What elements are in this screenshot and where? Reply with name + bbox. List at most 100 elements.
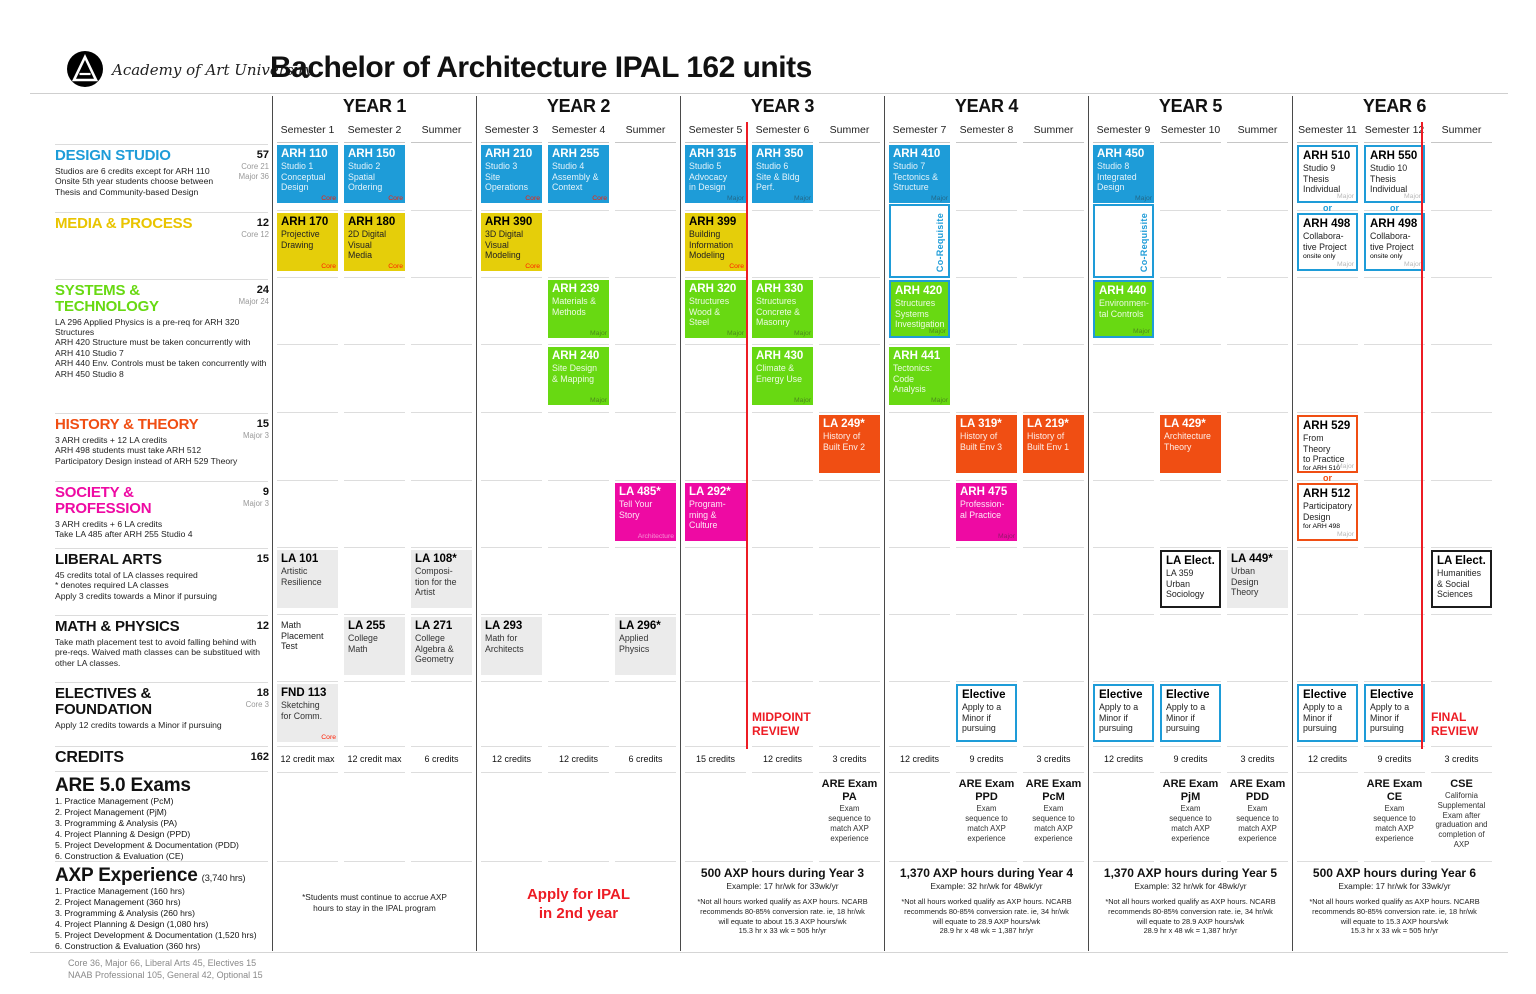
category-notes: LA 296 Applied Physics is a pre-req for …	[55, 317, 269, 380]
course-code: ARH 441	[893, 350, 941, 362]
apply-ipal-line: in 2nd year	[538, 904, 619, 922]
course-code: LA 293	[485, 620, 523, 632]
axp-hours-title: 1,370 AXP hours during Year 5	[1103, 866, 1278, 880]
card-tag: Core	[525, 195, 540, 202]
category-title-electives: ELECTIVES & FOUNDATION	[55, 685, 152, 718]
grid-cell-media	[615, 211, 676, 278]
course-small-note: for ARH 498	[1303, 522, 1341, 530]
course-code: Elective	[1099, 689, 1143, 701]
axp-list-item: 2. Project Management (360 hrs)	[55, 896, 181, 907]
or-label: or	[1323, 473, 1332, 483]
grid-cell-math	[1023, 615, 1084, 682]
category-title-design: DESIGN STUDIO	[55, 147, 171, 164]
category-note-line: 3 ARH credits + 12 LA credits	[55, 434, 168, 445]
exam-detail-line: AXP	[1453, 839, 1470, 849]
exam-detail-line: Exam	[1247, 804, 1268, 814]
grid-cell-liberal	[1093, 548, 1154, 615]
course-title-line: Wood &	[689, 306, 721, 317]
exam-detail-line: match AXP	[967, 823, 1006, 833]
course-title-line: Architects	[485, 643, 524, 654]
course-title-line: Studio 6	[756, 161, 789, 172]
axp-fine-line: *Not all hours worked qualify as AXP hou…	[1105, 897, 1276, 907]
exam-title-line: PcM	[1042, 791, 1065, 804]
card-tag: Major	[1135, 195, 1152, 202]
axp-fine-line: will equate to 28.9 AXP hours/wk	[932, 916, 1041, 926]
course-title-line: tive Project	[1370, 241, 1414, 252]
co-requisite-connector: Co-Requisite	[889, 204, 950, 278]
course-code: ARH 240	[552, 350, 600, 362]
course-code: ARH 450	[1097, 148, 1145, 160]
grid-cell-math	[752, 615, 813, 682]
course-title-line: Test	[281, 641, 298, 652]
category-credit-breakdown: Core 12	[241, 230, 269, 240]
column-header: Semester 10	[1160, 122, 1221, 143]
course-code: ARH 498	[1303, 218, 1351, 230]
category-credits: 18	[256, 687, 269, 699]
axp-title: AXP Experience(3,740 hrs)	[55, 865, 246, 886]
grid-cell-media: Co-Requisite	[1093, 204, 1154, 278]
course-title-line: Minor if	[1099, 712, 1128, 723]
exam-detail-line: sequence to	[1373, 814, 1416, 824]
review-line: MIDPOINT	[752, 710, 811, 724]
credit-breakdown-line: Major 24	[238, 297, 269, 306]
grid-cell-media	[1227, 211, 1288, 278]
grid-cell-sys1	[411, 278, 472, 345]
axp-fine-print: *Not all hours worked qualify as AXP hou…	[1298, 897, 1491, 936]
course-code: ARH 350	[756, 148, 804, 160]
grid-cell-sys1	[819, 278, 880, 345]
course-title-line: Tectonics:	[893, 363, 933, 374]
grid-cell-sys1	[277, 278, 338, 345]
sidebar-separator	[55, 771, 268, 772]
course-title-line: Ordering	[348, 181, 383, 192]
course-code: LA 429*	[1164, 418, 1206, 430]
grid-cell-sys2	[344, 345, 405, 413]
final-review-line	[1421, 122, 1423, 749]
sidebar-separator	[55, 548, 268, 549]
column-header: Semester 5	[685, 122, 746, 143]
exam-detail-line: experience	[830, 833, 869, 843]
exam-title-line: PDD	[1245, 791, 1270, 804]
exam-detail-line: Exam	[976, 804, 997, 814]
course-title-line: Humanities	[1437, 568, 1482, 579]
course-title-line: 3D Digital	[485, 229, 524, 240]
course-title-line: Studio 8	[1097, 161, 1130, 172]
course-title-line: Spatial	[348, 171, 375, 182]
grid-cell-media: Co-Requisite	[889, 204, 950, 278]
apply-ipal-line: Apply for IPAL	[526, 886, 631, 903]
credits-cell: 9 credits	[1160, 747, 1221, 773]
card-tag: Major	[794, 195, 811, 202]
grid-cell-society	[1227, 481, 1288, 548]
category-note-line: ARH 440 Env. Controls must be taken conc…	[55, 358, 267, 379]
grid-cell-sys1	[344, 278, 405, 345]
credits-cell: 12 credit max	[344, 747, 405, 773]
exam-detail-line: graduation and	[1435, 820, 1488, 830]
grid-cell-exams	[889, 773, 950, 862]
sidebar-separator	[55, 481, 268, 482]
card-tag: Core	[729, 263, 744, 270]
course-title-line: From Theory	[1303, 433, 1331, 454]
axp-example: Example: 32 hr/wk for 48wk/yr	[1134, 881, 1247, 892]
course-title-line: History of	[1027, 431, 1065, 442]
axp-total-hours: (3,740 hrs)	[201, 873, 246, 884]
card-tag: Major	[931, 195, 948, 202]
